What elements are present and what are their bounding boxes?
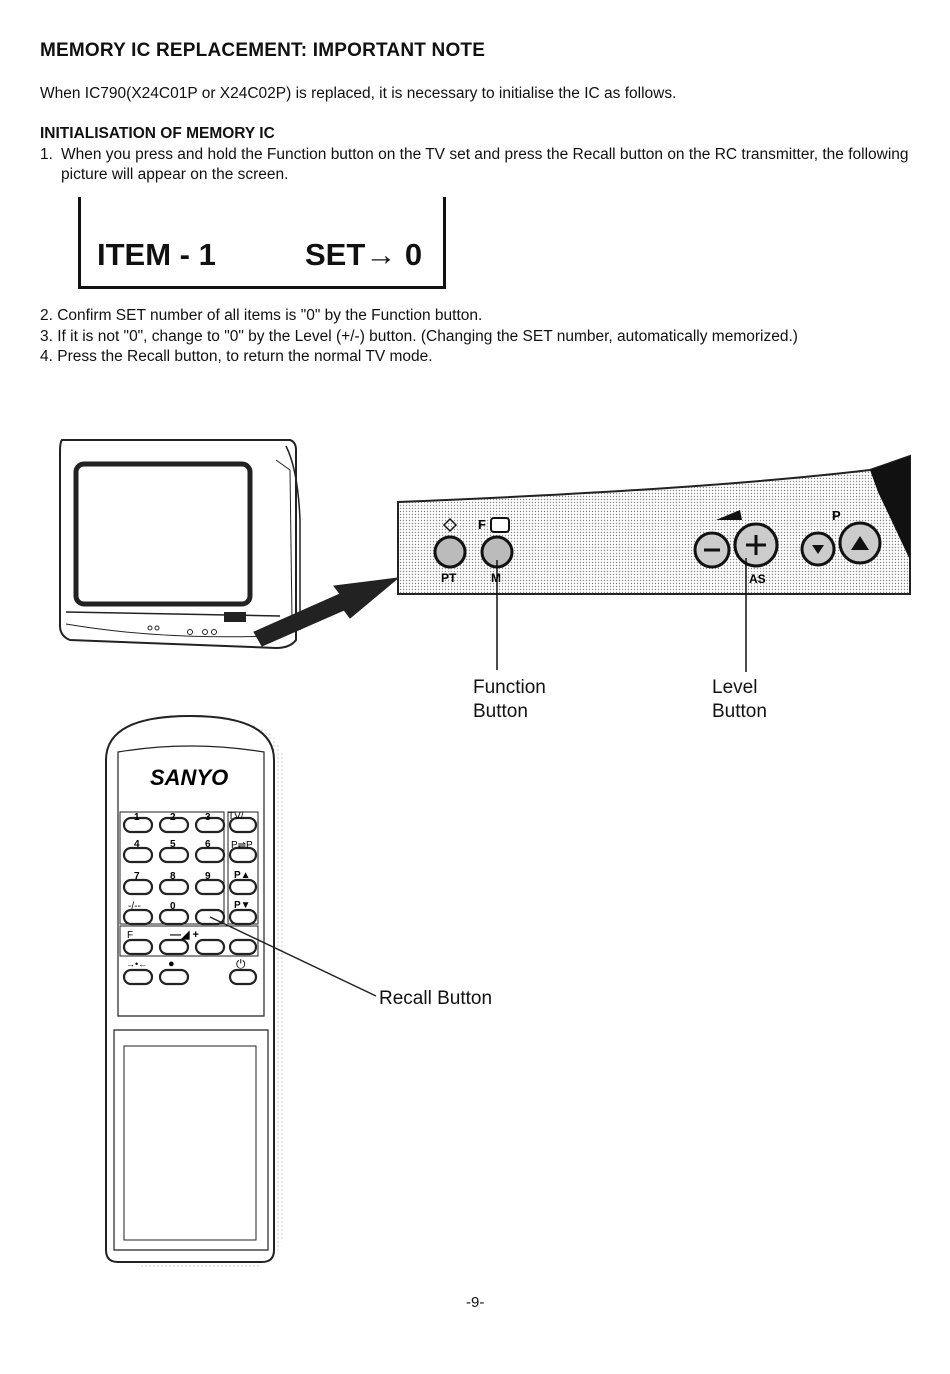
- remote-key-label-5: 5: [170, 839, 176, 850]
- step-3: 3. If it is not "0", change to "0" by th…: [40, 327, 798, 345]
- zoom-arrow: [253, 577, 400, 647]
- remote-side-label-pp: P⇌P: [231, 840, 253, 851]
- remote-key-label-7: 7: [134, 871, 140, 882]
- function-callout-line1: Function: [473, 677, 546, 698]
- level-button-callout: Level Button: [712, 676, 767, 724]
- level-callout-line1: Level: [712, 677, 758, 698]
- steps-list: 2. Confirm SET number of all items is "0…: [40, 306, 798, 368]
- control-panel-drawing: [397, 454, 911, 672]
- remote-key-label-1: 1: [134, 812, 140, 823]
- screen-display-box: [78, 197, 446, 289]
- remote-key-label-9: 9: [205, 871, 211, 882]
- remote-label-pip: →•←: [126, 959, 147, 969]
- panel-as-label: AS: [749, 572, 766, 586]
- step-1-text: When you press and hold the Function but…: [61, 146, 909, 183]
- step-1-number: 1.: [40, 146, 53, 163]
- remote-key-label-0: 0: [170, 901, 176, 912]
- screen-item-text: ITEM - 1: [97, 237, 216, 272]
- step-4: 4. Press the Recall button, to return th…: [40, 348, 433, 365]
- section-heading: INITIALISATION OF MEMORY IC: [40, 125, 275, 142]
- recall-button-callout: Recall Button: [379, 988, 493, 1009]
- function-button-callout: Function Button: [473, 676, 546, 724]
- remote-label-dot: ●: [168, 958, 175, 970]
- remote-label-power: ⏻: [236, 957, 246, 971]
- remote-key-label-8: 8: [170, 871, 176, 882]
- remote-f-label: F: [127, 930, 133, 941]
- level-callout-line2: Button: [712, 701, 767, 722]
- step-2: 2. Confirm SET number of all items is "0…: [40, 307, 483, 324]
- remote-control-drawing: [105, 714, 377, 1269]
- step-1: 1. When you press and hold the Function …: [40, 145, 920, 185]
- remote-brand-logo: SANYO: [150, 765, 228, 790]
- remote-key-label-dash: -/--: [128, 901, 141, 912]
- function-callout-line2: Button: [473, 701, 528, 722]
- remote-key-label-6: 6: [205, 839, 211, 850]
- remote-key-label-4: 4: [134, 839, 140, 850]
- remote-side-label-tv: TV/: [228, 811, 244, 822]
- page-title: MEMORY IC REPLACEMENT: IMPORTANT NOTE: [40, 40, 486, 61]
- panel-pt-label: PT: [441, 571, 457, 585]
- intro-paragraph: When IC790(X24C01P or X24C02P) is replac…: [40, 85, 677, 102]
- tv-set-drawing: [59, 439, 301, 650]
- page-number: -9-: [466, 1294, 485, 1311]
- panel-m-label: M: [491, 571, 501, 585]
- panel-f-label: F: [478, 517, 486, 532]
- remote-key-label-3: 3: [205, 812, 211, 823]
- remote-key-label-2: 2: [170, 812, 176, 823]
- screen-set-text: SET→ 0: [305, 237, 423, 272]
- remote-side-label-pup: P▲: [234, 870, 251, 881]
- remote-side-label-pdown: P▼: [234, 900, 251, 911]
- panel-p-label: P: [832, 508, 841, 523]
- remote-level-label: —◢ +: [170, 929, 199, 941]
